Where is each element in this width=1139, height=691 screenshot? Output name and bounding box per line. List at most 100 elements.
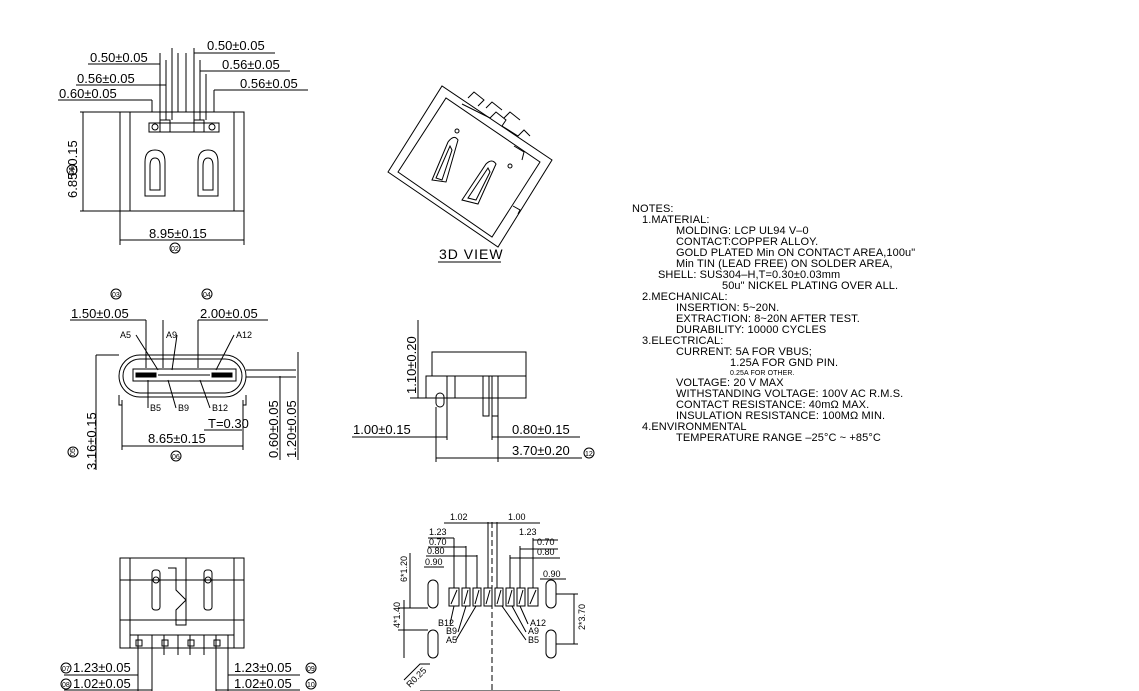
pin-label: A12 — [236, 330, 252, 340]
notes-line: VOLTAGE: 20 V MAX — [676, 377, 784, 389]
pin-label: B12 — [438, 618, 454, 628]
notes-line: WITHSTANDING VOLTAGE: 100V AC R.M.S. — [676, 388, 904, 400]
dim-label: 0.56±0.05 — [222, 57, 280, 72]
dim-label: 0.80 — [427, 546, 445, 556]
callout-id: 05 — [70, 448, 77, 456]
pin-label: A5 — [120, 330, 131, 340]
dim-label: 8.65±0.15 — [148, 431, 206, 446]
pin-label: A12 — [530, 618, 546, 628]
callout-id: 04 — [203, 292, 211, 299]
dim-label: 6.85±0.15 — [65, 140, 80, 198]
dim-line — [453, 522, 534, 588]
dim-label: 0.50±0.05 — [90, 50, 148, 65]
footprint-slot — [427, 579, 439, 609]
pin-label: B9 — [446, 626, 457, 636]
top-view-pin-right — [193, 119, 205, 133]
iso-latch-left-inner — [435, 144, 453, 181]
callout-id: 09 — [307, 666, 315, 673]
footprint-slot — [545, 579, 557, 609]
side-leg — [482, 375, 490, 417]
callout-circle — [110, 288, 122, 300]
callout-id: 02 — [171, 246, 179, 253]
top-view-latch-right — [197, 149, 219, 197]
dim-label: 3.70±0.20 — [512, 443, 570, 458]
dim-label: 1.50±0.05 — [71, 306, 129, 321]
pin-label: A5 — [446, 635, 457, 645]
dim-label: 2*3.70 — [577, 604, 587, 630]
callout-id: 12 — [585, 451, 593, 458]
notes-line: DURABILITY: 10000 CYCLES — [676, 324, 827, 336]
footprint-pads — [448, 587, 539, 607]
front-shell — [118, 354, 247, 398]
iso-hole — [454, 128, 460, 134]
dim-label: 0.90 — [425, 557, 443, 567]
dim-label: 1.02±0.05 — [73, 676, 131, 691]
callout-id: 01 — [69, 166, 76, 174]
bottom-hole — [204, 576, 212, 584]
top-view-body — [119, 111, 245, 212]
view-caption: 3D VIEW — [439, 246, 504, 262]
dim-label: 0.56±0.05 — [77, 71, 135, 86]
pin-label: B12 — [212, 403, 228, 413]
pin-label: A9 — [528, 626, 539, 636]
notes-line: CONTACT RESISTANCE: 40mΩ MAX. — [676, 399, 870, 411]
dim-label: 0.60±0.05 — [266, 400, 281, 458]
callout-circle — [305, 678, 317, 690]
leader-line — [403, 663, 430, 681]
callout-id: 07 — [62, 666, 70, 673]
iso-leg — [512, 205, 521, 215]
pcb-footprint: 1.02 1.00 1.23 1.23 0.70 0.70 0.80 0.80 … — [392, 512, 587, 691]
side-view: 1.10±0.20 1.00±0.15 0.80±0.15 3.70±0.20 … — [352, 320, 595, 462]
notes-line: TEMPERATURE RANGE –25°C ~ +85°C — [676, 432, 881, 444]
iso-latch-left — [431, 136, 459, 183]
side-body — [431, 351, 527, 377]
callout-circle — [169, 242, 181, 254]
callout-id: 10 — [307, 682, 315, 689]
notes-line: 1.25A FOR GND PIN. — [730, 357, 839, 369]
dim-label: 1.20±0.05 — [284, 400, 299, 458]
dim-label: 1.10±0.20 — [404, 336, 419, 394]
front-contacts — [135, 372, 157, 378]
top-view-pin-left — [159, 119, 171, 133]
bottom-notch — [168, 558, 187, 626]
iso-latch-right — [461, 160, 497, 205]
dim-label: T=0.30 — [208, 416, 249, 431]
footprint-slot — [545, 629, 557, 659]
top-view-hole — [151, 123, 159, 131]
leader-line — [135, 334, 159, 371]
dim-label: 0.80±0.15 — [512, 422, 570, 437]
callout-id: 03 — [112, 292, 120, 299]
top-view: 0.50±0.05 0.50±0.05 0.56±0.05 0.56±0.05 … — [58, 38, 308, 254]
bottom-latch — [203, 569, 213, 611]
dim-label: 0.70 — [537, 537, 555, 547]
pin-label: B5 — [150, 403, 161, 413]
callout-circle — [170, 450, 182, 462]
dim-label: 1.02±0.05 — [234, 676, 292, 691]
bottom-pin-row — [130, 634, 234, 649]
bottom-hole — [152, 576, 160, 584]
notes-section-environmental: 4.ENVIRONMENTAL — [642, 421, 747, 433]
notes-section-electrical: 3.ELECTRICAL: — [642, 335, 724, 347]
front-view: 1.50±0.05 2.00±0.05 03 04 A5 A9 A12 B5 B… — [67, 288, 299, 470]
side-leg — [491, 375, 499, 417]
front-tongue — [132, 368, 237, 382]
notes-line: INSERTION: 5~20N. — [676, 302, 780, 314]
dim-label: 0.50±0.05 — [207, 38, 265, 53]
iso-latch-right-inner — [467, 167, 491, 201]
top-view-pin-bar — [148, 122, 220, 133]
dim-label: 4*1.40 — [392, 602, 402, 628]
notes-line: CONTACT:COPPER ALLOY. — [676, 236, 819, 248]
dim-label: 0.60±0.05 — [59, 86, 117, 101]
side-base — [425, 375, 527, 399]
top-view-hole — [208, 123, 216, 131]
dim-label: 1.23 — [429, 527, 447, 537]
notes-line: EXTRACTION: 8~20N AFTER TEST. — [676, 313, 860, 325]
notes-line: MOLDING: LCP UL94 V–0 — [676, 225, 809, 237]
bottom-pin-pads — [135, 639, 221, 647]
notes-line: SHELL: SUS304–H,T=0.30±0.03mm — [658, 269, 841, 281]
notes-section-material: 1.MATERIAL: — [642, 214, 710, 226]
leader-line — [171, 334, 178, 371]
pin-label: A9 — [166, 330, 177, 340]
iso-pins — [467, 91, 525, 161]
